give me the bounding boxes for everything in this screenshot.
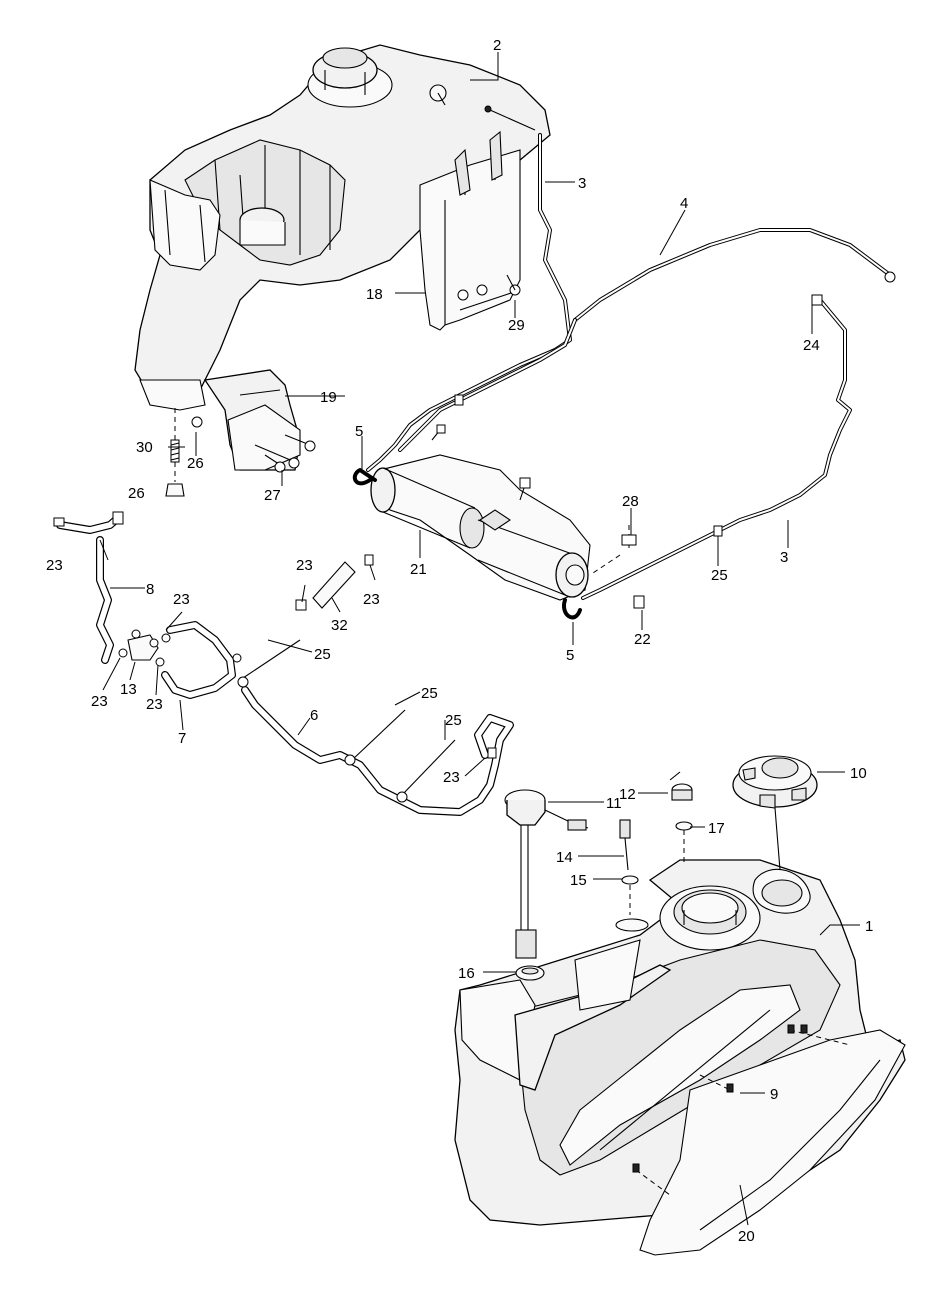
callout-24: 24	[803, 337, 820, 354]
callout-7: 7	[178, 730, 186, 747]
sender-and-fittings	[504, 755, 818, 981]
callout-3-upper: 3	[578, 175, 586, 192]
callout-26-upper: 26	[187, 455, 204, 472]
callout-3-lower: 3	[780, 549, 788, 566]
callout-23-a: 23	[46, 557, 63, 574]
callout-20: 20	[738, 1228, 755, 1245]
callout-22: 22	[634, 631, 651, 648]
evap-canister	[352, 394, 723, 620]
callout-12: 12	[619, 786, 636, 803]
callout-9: 9	[770, 1086, 778, 1103]
callout-2: 2	[493, 37, 501, 54]
callout-8: 8	[146, 581, 154, 598]
callout-16: 16	[458, 965, 475, 982]
callout-11: 11	[606, 795, 622, 812]
upper-tank-assembly	[134, 44, 551, 473]
callout-26-lower: 26	[128, 485, 145, 502]
callout-5-lower: 5	[566, 647, 574, 664]
vent-line-4	[398, 228, 896, 452]
leader-lines	[99, 52, 860, 1226]
callout-23-d: 23	[173, 591, 190, 608]
callout-28: 28	[622, 493, 639, 510]
callout-23-c: 23	[363, 591, 380, 608]
callout-15: 15	[570, 872, 587, 889]
callout-29: 29	[508, 317, 525, 334]
callout-25-c: 25	[421, 685, 438, 702]
spring-and-nut-30-26	[165, 408, 185, 497]
callout-1: 1	[865, 918, 873, 935]
callout-6: 6	[310, 707, 318, 724]
callout-25-b: 25	[314, 646, 331, 663]
callout-labels: 2 3 4 18 29 24 19 5 30 26 26 27 28 3 23 …	[46, 37, 873, 1245]
lower-fuel-tank	[454, 859, 906, 1256]
callout-5-upper: 5	[355, 423, 363, 440]
callout-32: 32	[331, 617, 348, 634]
callout-25-a: 25	[711, 567, 728, 584]
callout-18: 18	[366, 286, 383, 303]
callout-10: 10	[850, 765, 867, 782]
callout-23-b: 23	[296, 557, 313, 574]
hose-group-left	[53, 511, 514, 816]
callout-23-e: 23	[91, 693, 108, 710]
callout-21: 21	[410, 561, 427, 578]
callout-17: 17	[708, 820, 725, 837]
callout-27: 27	[264, 487, 281, 504]
callout-14: 14	[556, 849, 573, 866]
callout-4: 4	[680, 195, 688, 212]
callout-23-g: 23	[443, 769, 460, 786]
callout-25-d: 25	[445, 712, 462, 729]
callout-30: 30	[136, 439, 153, 456]
callout-19: 19	[320, 389, 337, 406]
vent-line-3	[366, 133, 852, 600]
callout-23-f: 23	[146, 696, 163, 713]
callout-13: 13	[120, 681, 137, 698]
